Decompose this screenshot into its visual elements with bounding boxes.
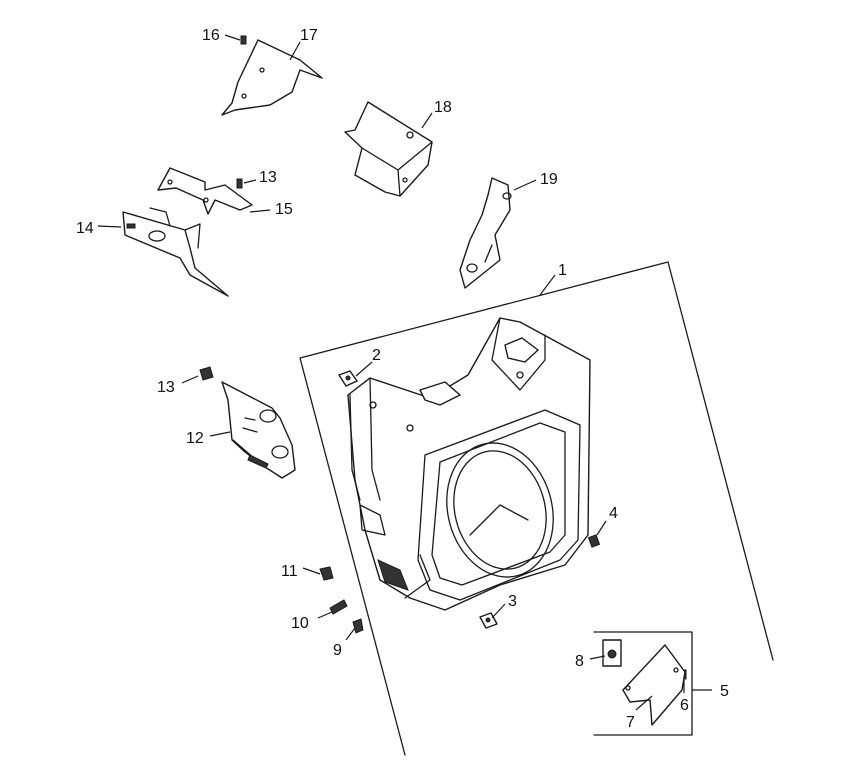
part-15-upper-bracket bbox=[157, 167, 253, 215]
callout-6: 6 bbox=[680, 697, 689, 714]
part-4-screw bbox=[587, 534, 601, 548]
callout-labels: 1 2 3 4 5 6 7 8 9 10 11 12 13 13 14 15 1… bbox=[76, 27, 729, 731]
callout-11: 11 bbox=[281, 563, 298, 580]
part-12-side-shroud bbox=[221, 381, 296, 479]
callout-7: 7 bbox=[626, 714, 635, 731]
callout-16: 16 bbox=[202, 27, 220, 44]
assembly-1-boundary bbox=[299, 261, 774, 756]
part-8-clip bbox=[602, 639, 622, 667]
group-5-box bbox=[593, 631, 693, 736]
part-2-speed-nut bbox=[338, 370, 358, 387]
part-17-top-shroud bbox=[221, 39, 323, 116]
part-18-duct-baffle bbox=[344, 101, 433, 197]
callout-13-lower: 13 bbox=[157, 379, 175, 396]
part-14-lower-bracket bbox=[122, 207, 229, 297]
callout-15: 15 bbox=[275, 201, 293, 218]
leader-lines bbox=[97, 34, 712, 711]
callout-10: 10 bbox=[291, 615, 309, 632]
callout-18: 18 bbox=[434, 99, 452, 116]
callout-5: 5 bbox=[720, 683, 729, 700]
part-19-mounting-bracket bbox=[459, 177, 512, 289]
callout-2: 2 bbox=[372, 347, 381, 364]
part-13-screw-lower bbox=[199, 366, 214, 381]
part-11-stud bbox=[319, 566, 334, 581]
part-7-baffle-plate bbox=[622, 644, 686, 726]
part-9-grommet bbox=[352, 618, 364, 634]
callout-4: 4 bbox=[609, 505, 618, 522]
part-16-screw bbox=[240, 35, 247, 45]
part-10-screw bbox=[329, 599, 348, 615]
callout-9: 9 bbox=[333, 642, 342, 659]
callout-13-upper: 13 bbox=[259, 169, 277, 186]
callout-17: 17 bbox=[300, 27, 318, 44]
callout-8: 8 bbox=[575, 653, 584, 670]
callout-14: 14 bbox=[76, 220, 94, 237]
callout-1: 1 bbox=[558, 262, 567, 279]
part-1-blower-housing bbox=[347, 317, 591, 611]
callout-12: 12 bbox=[186, 430, 204, 447]
part-13-screw-upper bbox=[236, 178, 243, 189]
callout-3: 3 bbox=[508, 593, 517, 610]
callout-19: 19 bbox=[540, 171, 558, 188]
